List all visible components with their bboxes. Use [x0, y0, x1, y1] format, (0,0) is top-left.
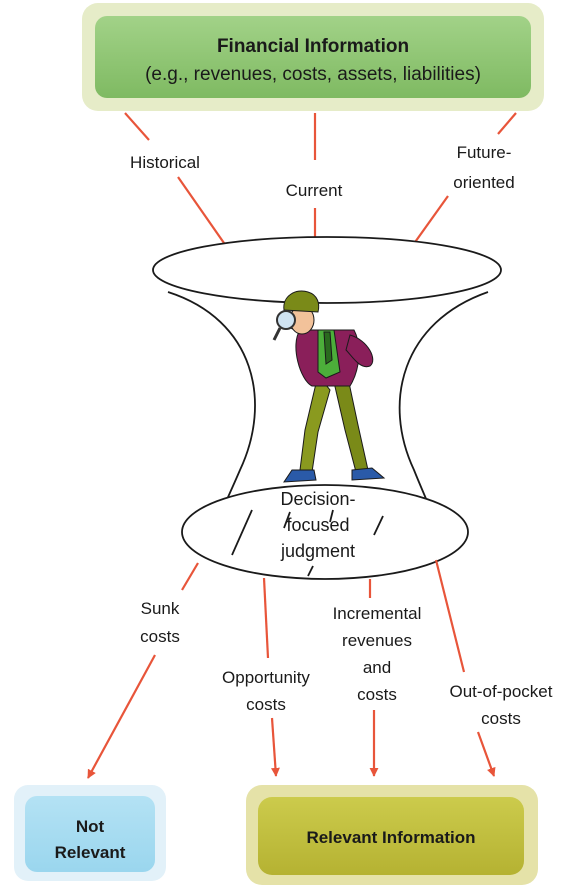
- oop-label-line2: costs: [481, 709, 521, 728]
- decision-label-line3: judgment: [280, 541, 355, 561]
- relevant-information-box: Relevant Information: [246, 785, 538, 885]
- decision-label-line2: focused: [286, 515, 349, 535]
- future-label-line1: Future-: [457, 143, 512, 162]
- funnel-hatch-1: [231, 509, 253, 556]
- oop-arrow: [476, 731, 496, 777]
- future-arrow-top: [497, 112, 517, 135]
- not-relevant-box: Not Relevant: [14, 785, 166, 881]
- sunk-label-line2: costs: [140, 627, 180, 646]
- oop-label-line1: Out-of-pocket: [450, 682, 553, 701]
- opportunity-label-line1: Opportunity: [222, 668, 310, 687]
- opportunity-label-line2: costs: [246, 695, 286, 714]
- financial-information-title: Financial Information: [217, 36, 409, 57]
- sunk-label-line1: Sunk: [141, 599, 180, 618]
- financial-information-box: Financial Information (e.g., revenues, c…: [82, 3, 544, 111]
- funnel-hatch-5: [307, 565, 314, 577]
- financial-information-subtitle: (e.g., revenues, costs, assets, liabilit…: [145, 64, 481, 85]
- relevant-information-label: Relevant Information: [306, 828, 475, 847]
- funnel-top-ellipse: [152, 236, 502, 304]
- relevant-information-box-inner: [258, 797, 524, 875]
- opportunity-arrow: [270, 717, 280, 777]
- sunk-arrow: [87, 654, 156, 779]
- incremental-label-line3: and: [363, 658, 391, 677]
- incremental-label-line1: Incremental: [333, 604, 422, 623]
- funnel-hatch-2: [283, 511, 291, 529]
- not-relevant-box-inner: [25, 796, 155, 872]
- opportunity-arrow-top: [262, 577, 270, 659]
- funnel-hatch-4: [373, 515, 384, 536]
- funnel-bottom-ellipse: [181, 484, 469, 580]
- detective-with-magnifying-glass-icon: [272, 290, 386, 483]
- sunk-arrow-top: [181, 562, 199, 591]
- funnel-hatch-3: [329, 509, 334, 523]
- not-relevant-line1: Not: [76, 817, 105, 836]
- incremental-label-line2: revenues: [342, 631, 412, 650]
- historical-arrow-top: [124, 112, 150, 141]
- decision-label-line1: Decision-: [280, 489, 355, 509]
- not-relevant-line2: Relevant: [55, 843, 126, 862]
- historical-label: Historical: [130, 153, 200, 172]
- output-arrows: [87, 559, 496, 779]
- future-label-line2: oriented: [453, 173, 514, 192]
- current-label: Current: [286, 181, 343, 200]
- incremental-label-line4: costs: [357, 685, 397, 704]
- oop-arrow-top: [434, 559, 466, 673]
- decision-funnel: [152, 236, 502, 580]
- financial-information-box-inner: [95, 16, 531, 98]
